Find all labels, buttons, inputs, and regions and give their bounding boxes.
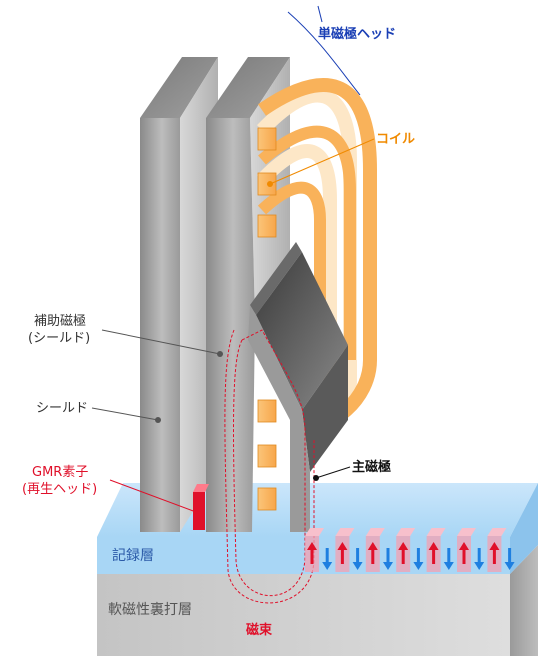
main-pole — [248, 242, 348, 532]
single-pole-head-label: 単磁極ヘッド — [318, 27, 397, 42]
bit-arrow-up — [365, 528, 385, 572]
bit-arrow-up — [305, 528, 324, 572]
bit-arrow-down — [504, 548, 515, 570]
coil-leader-dot — [267, 181, 273, 187]
gmr-label-line2: (再生ヘッド) — [22, 482, 98, 497]
main-pole-leader-dot — [313, 475, 319, 481]
bit-arrow-down — [474, 548, 485, 570]
main-pole-label: 主磁極 — [352, 460, 392, 475]
coil-label: コイル — [376, 132, 416, 147]
magnetic-flux-loop — [224, 329, 315, 604]
bit-arrow-down — [352, 548, 363, 570]
leader-lines — [91, 5, 375, 513]
shield-label: シールド — [36, 401, 89, 416]
recording-bits — [305, 528, 515, 572]
aux-pole-label-line2: (シールド) — [28, 331, 91, 346]
bit-arrow-up — [396, 528, 416, 572]
bit-arrow-up — [457, 528, 476, 572]
gmr-label-line1: GMR素子 — [32, 465, 89, 480]
recording-layer-label: 記録層 — [112, 548, 154, 564]
shield-leader-dot — [155, 417, 161, 423]
soft-underlayer-label: 軟磁性裏打層 — [108, 602, 192, 618]
bit-arrow-up — [487, 528, 507, 572]
bit-arrow-down — [443, 548, 454, 570]
bit-arrow-down — [322, 548, 333, 570]
bit-arrow-up — [335, 528, 355, 572]
bit-arrow-up — [426, 528, 446, 572]
soft-underlayer — [97, 545, 538, 656]
aux-pole-label-line1: 補助磁極 — [34, 314, 87, 329]
bit-arrow-down — [383, 548, 393, 570]
aux-leader-dot — [217, 351, 223, 357]
gmr-leader-dot — [193, 509, 199, 515]
bit-arrow-down — [413, 548, 424, 570]
magnetic-flux-label: 磁束 — [246, 623, 273, 638]
gmr-element — [193, 492, 205, 530]
